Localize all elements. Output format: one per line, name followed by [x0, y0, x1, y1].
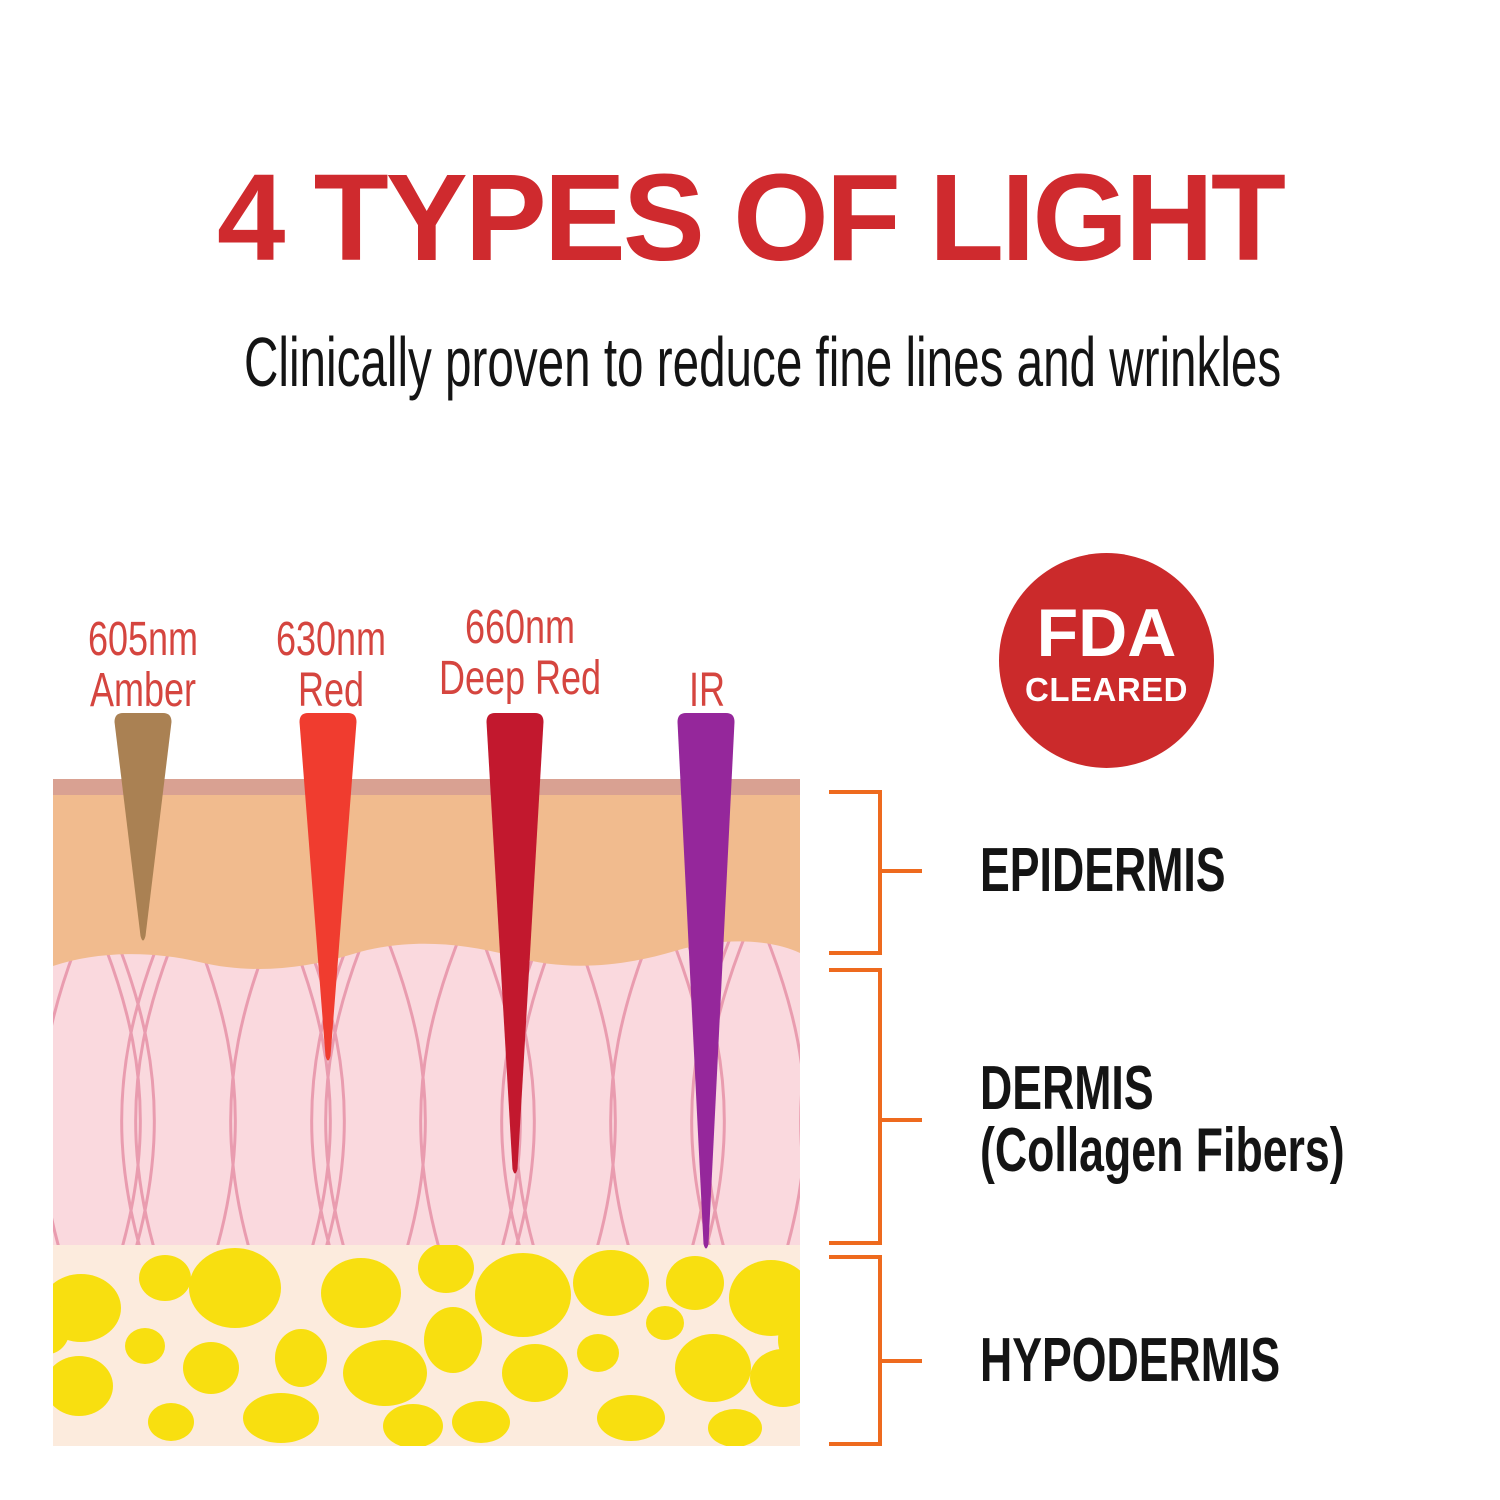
hypodermis-label: HYPODERMIS	[980, 1330, 1280, 1392]
light-name-text: Deep Red	[438, 652, 602, 705]
layer-sublabel-text: (Collagen Fibers)	[980, 1116, 1345, 1185]
deep-red-light-beam	[486, 713, 544, 1174]
page-title: 4 TYPES OF LIGHT	[217, 150, 1286, 287]
skin-cross-section	[53, 713, 800, 1446]
fda-badge-title: FDA	[1036, 595, 1177, 671]
amber-light-beam	[114, 713, 172, 941]
wavelength-text	[689, 614, 725, 665]
light-label-ir: IR	[689, 614, 725, 716]
layer-label-text: EPIDERMIS	[980, 836, 1226, 905]
epidermis-label: EPIDERMIS	[980, 840, 1226, 902]
light-label-deep-red: 660nm Deep Red	[439, 602, 601, 704]
dermis-bracket	[829, 968, 922, 1245]
light-label-red: 630nm Red	[276, 614, 386, 716]
light-label-amber: 605nm Amber	[88, 614, 198, 716]
fda-badge-subtitle: CLEARED	[1024, 671, 1188, 708]
light-name-text: Amber	[89, 664, 197, 717]
wavelength-text: 630nm	[275, 613, 387, 666]
layer-label-text: DERMIS	[980, 1054, 1154, 1123]
ir-light-beam	[677, 713, 735, 1249]
subtitle-wrap: Clinically proven to reduce fine lines a…	[0, 327, 1500, 397]
epidermis-bracket	[829, 790, 922, 955]
light-name-text: Red	[297, 664, 365, 717]
fda-cleared-badge: FDA CLEARED	[999, 553, 1214, 768]
light-name-text: IR	[689, 664, 725, 717]
hypodermis-bracket	[829, 1255, 922, 1446]
wavelength-text: 605nm	[87, 613, 199, 666]
page-subtitle: Clinically proven to reduce fine lines a…	[244, 323, 1282, 401]
fat-cells	[53, 1245, 800, 1446]
wavelength-text: 660nm	[464, 601, 576, 654]
dermis-label: DERMIS (Collagen Fibers)	[980, 1058, 1345, 1182]
fda-badge-text: FDA CLEARED	[1025, 599, 1188, 706]
epidermis-layer	[53, 795, 800, 969]
layer-label-text: HYPODERMIS	[980, 1326, 1281, 1395]
red-light-beam	[299, 713, 357, 1061]
skin-surface-strip	[53, 779, 800, 795]
